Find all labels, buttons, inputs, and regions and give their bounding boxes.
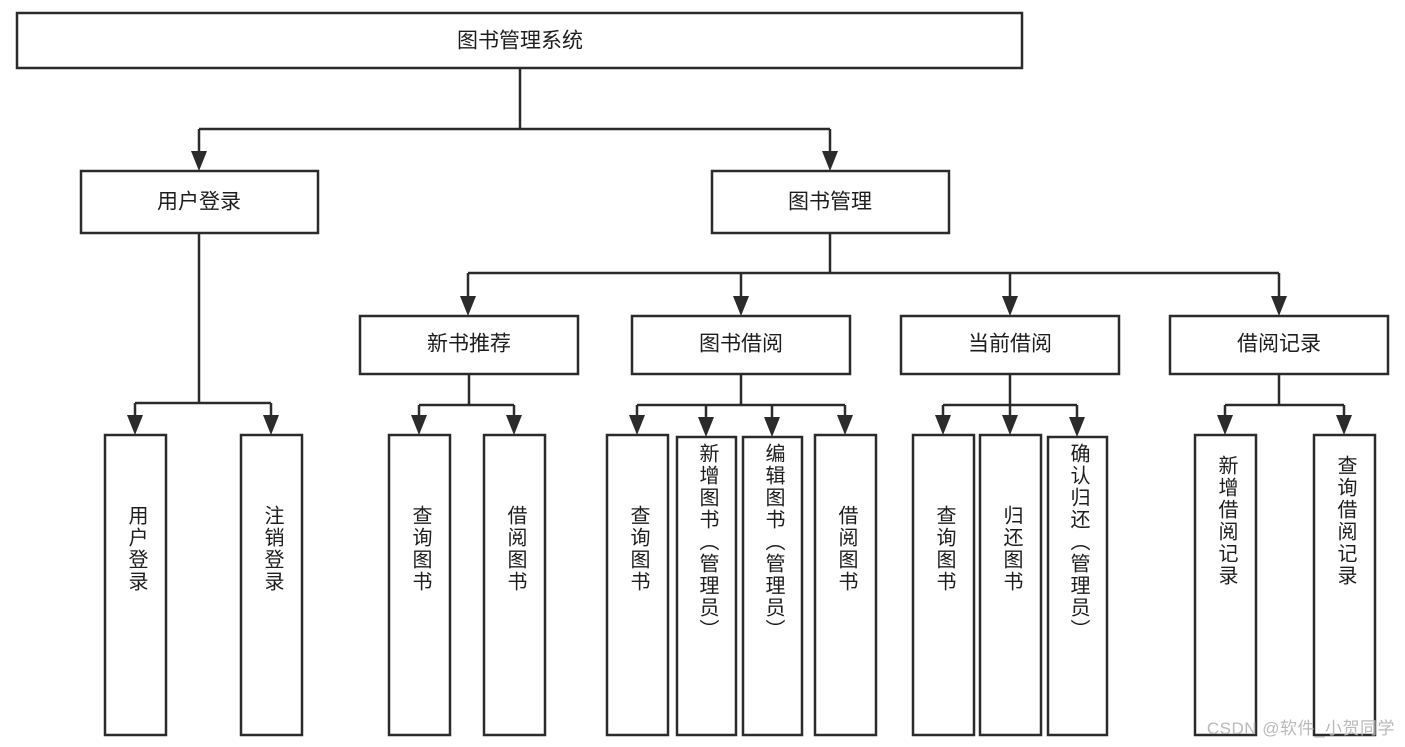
node-book-manage[interactable]: 图书管理 [710, 169, 951, 235]
connectors-new-book-rec-to-leaves [411, 374, 522, 435]
arrowhead-leaf-query-book-1 [411, 415, 427, 435]
node-book-borrow[interactable]: 图书借阅 [630, 314, 852, 376]
arrowhead-new-book-rec [460, 296, 476, 316]
node-root-box[interactable] [15, 11, 1024, 70]
node-book-manage-label: 图书管理 [788, 191, 872, 214]
node-user-login-label: 用户登录 [157, 191, 241, 214]
connectors-root-to-level2 [191, 68, 838, 171]
connectors-book-borrow-to-leaves [629, 374, 853, 437]
node-root[interactable]: 图书管理系统 [15, 11, 1024, 70]
connectors-user-login-to-leaves [127, 233, 279, 435]
arrowhead-leaf-query-book-2 [629, 415, 645, 435]
leaf-add-book-box[interactable] [675, 435, 738, 737]
arrowhead-leaf-edit-book [764, 417, 780, 437]
leaf-query-book-1-box[interactable] [387, 433, 452, 737]
leaf-borrow-book-1-box[interactable] [482, 433, 547, 737]
leaf-boxes [103, 433, 1377, 737]
arrowhead-leaf-add-record [1217, 415, 1233, 435]
arrowhead-leaf-user-logout [263, 415, 279, 435]
connectors-borrow-record-to-leaves [1217, 374, 1352, 435]
arrowhead-book-manage [822, 151, 838, 171]
arrowhead-leaf-return-book [1002, 415, 1018, 435]
node-new-book-rec-label: 新书推荐 [427, 333, 511, 356]
arrowhead-current-borrow [1002, 296, 1018, 316]
leaf-query-book-2-box[interactable] [605, 433, 670, 737]
node-book-borrow-label: 图书借阅 [699, 333, 783, 356]
connectors-current-borrow-to-leaves [935, 374, 1085, 437]
arrowhead-leaf-borrow-book-2 [837, 415, 853, 435]
leaf-borrow-book-2-box[interactable] [813, 433, 878, 737]
arrowhead-book-borrow [733, 296, 749, 316]
arrowhead-leaf-query-book-3 [935, 415, 951, 435]
node-user-login-box[interactable] [79, 169, 320, 235]
arrowhead-leaf-borrow-book-1 [506, 415, 522, 435]
arrowhead-leaf-confirm-return [1069, 417, 1085, 437]
node-new-book-rec-box[interactable] [358, 314, 580, 376]
node-book-borrow-box[interactable] [630, 314, 852, 376]
leaf-query-record-box[interactable] [1312, 433, 1377, 737]
node-current-borrow[interactable]: 当前借阅 [899, 314, 1121, 376]
arrowhead-borrow-record [1271, 296, 1287, 316]
leaf-edit-book-box[interactable] [741, 435, 804, 737]
node-current-borrow-label: 当前借阅 [968, 333, 1052, 356]
node-book-manage-box[interactable] [710, 169, 951, 235]
leaf-confirm-return-box[interactable] [1046, 435, 1109, 737]
node-root-label: 图书管理系统 [457, 30, 583, 53]
arrowhead-user-login [191, 151, 207, 171]
leaf-user-logout-box[interactable] [239, 433, 304, 737]
node-user-login[interactable]: 用户登录 [79, 169, 320, 235]
node-borrow-record-label: 借阅记录 [1237, 333, 1321, 356]
arrowhead-leaf-query-record [1336, 415, 1352, 435]
node-borrow-record-box[interactable] [1168, 314, 1390, 376]
csdn-watermark: CSDN @软件_小贺同学 [1206, 719, 1395, 738]
leaf-add-record-box[interactable] [1193, 433, 1258, 737]
leaf-return-book-box[interactable] [978, 433, 1043, 737]
node-borrow-record[interactable]: 借阅记录 [1168, 314, 1390, 376]
leaf-user-login-box[interactable] [103, 433, 168, 737]
leaf-query-book-3-box[interactable] [911, 433, 976, 737]
arrowhead-leaf-add-book [698, 417, 714, 437]
node-current-borrow-box[interactable] [899, 314, 1121, 376]
connectors-book-manage-to-level3 [460, 233, 1287, 316]
arrowhead-leaf-user-login [127, 415, 143, 435]
node-new-book-rec[interactable]: 新书推荐 [358, 314, 580, 376]
